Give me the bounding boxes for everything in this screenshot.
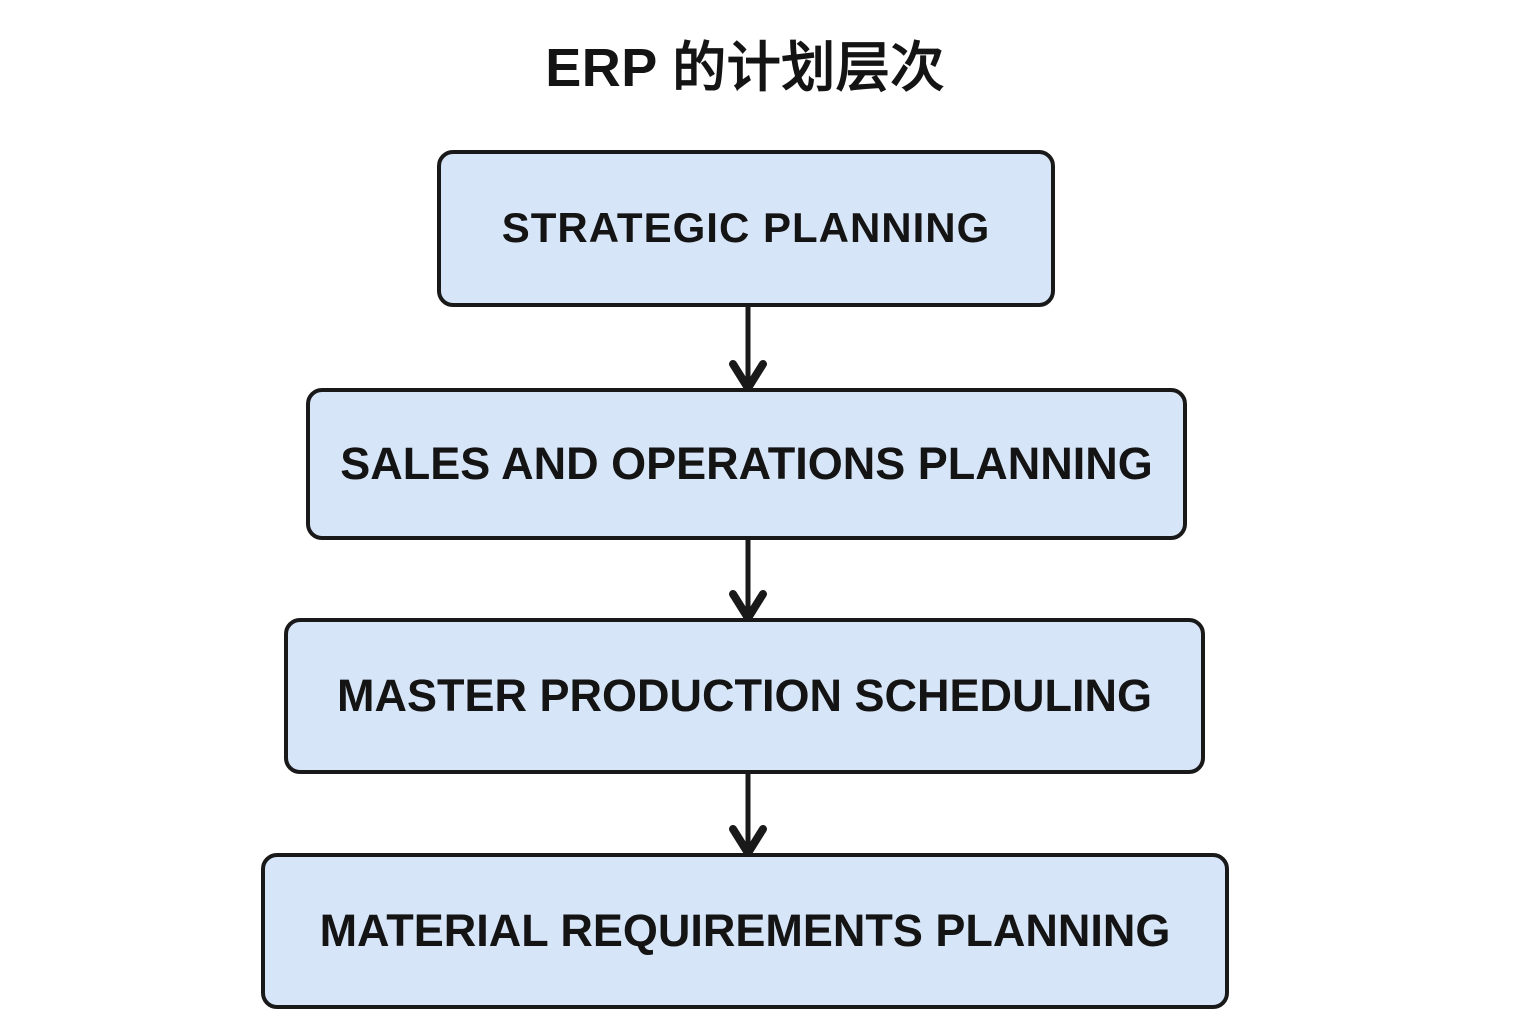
node-master-production-scheduling[interactable]: MASTER PRODUCTION SCHEDULING [284,618,1205,774]
node-sales-and-operations-planning[interactable]: SALES AND OPERATIONS PLANNING [306,388,1187,540]
node-master-production-scheduling-label: MASTER PRODUCTION SCHEDULING [336,670,1152,722]
node-material-requirements-planning-label: MATERIAL REQUIREMENTS PLANNING [319,905,1171,957]
node-sales-and-operations-planning-label: SALES AND OPERATIONS PLANNING [340,438,1153,490]
node-material-requirements-planning[interactable]: MATERIAL REQUIREMENTS PLANNING [261,853,1229,1009]
arrow-mps-to-mrp [729,774,767,857]
node-strategic-planning-label: STRATEGIC PLANNING [501,204,991,252]
page-title: ERP 的计划层次 [545,38,945,98]
arrow-sop-to-mps [729,540,767,622]
arrow-strategic-to-sop [729,307,767,392]
node-strategic-planning[interactable]: STRATEGIC PLANNING [437,150,1055,307]
